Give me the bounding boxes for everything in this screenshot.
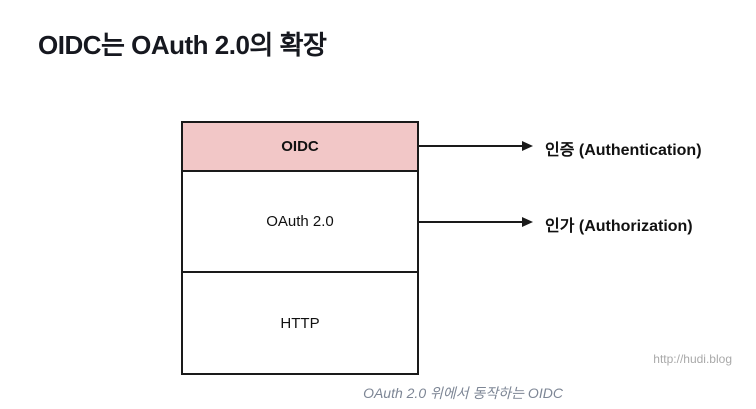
stack-layer-oauth-label: OAuth 2.0: [266, 213, 334, 230]
stack-layer-oidc-label: OIDC: [281, 138, 319, 155]
arrowhead-icon: [522, 217, 533, 227]
authentication-label: 인증 (Authentication): [545, 142, 702, 159]
protocol-stack: OIDC OAuth 2.0 HTTP: [181, 121, 419, 375]
watermark: http://hudi.blog: [653, 352, 732, 366]
image-caption: OAuth 2.0 위에서 동작하는 OIDC: [363, 385, 563, 401]
arrowhead-icon: [522, 141, 533, 151]
stack-layer-oidc: OIDC: [181, 121, 419, 172]
arrow-line: [419, 145, 523, 147]
arrow-authentication: [419, 141, 533, 151]
arrow-authorization: [419, 217, 533, 227]
authorization-label: 인가 (Authorization): [545, 218, 693, 235]
page-title: OIDC는 OAuth 2.0의 확장: [38, 30, 327, 60]
stack-layer-http: HTTP: [181, 273, 419, 375]
stack-layer-oauth: OAuth 2.0: [181, 172, 419, 273]
stack-layer-http-label: HTTP: [280, 314, 320, 332]
arrow-line: [419, 221, 523, 223]
